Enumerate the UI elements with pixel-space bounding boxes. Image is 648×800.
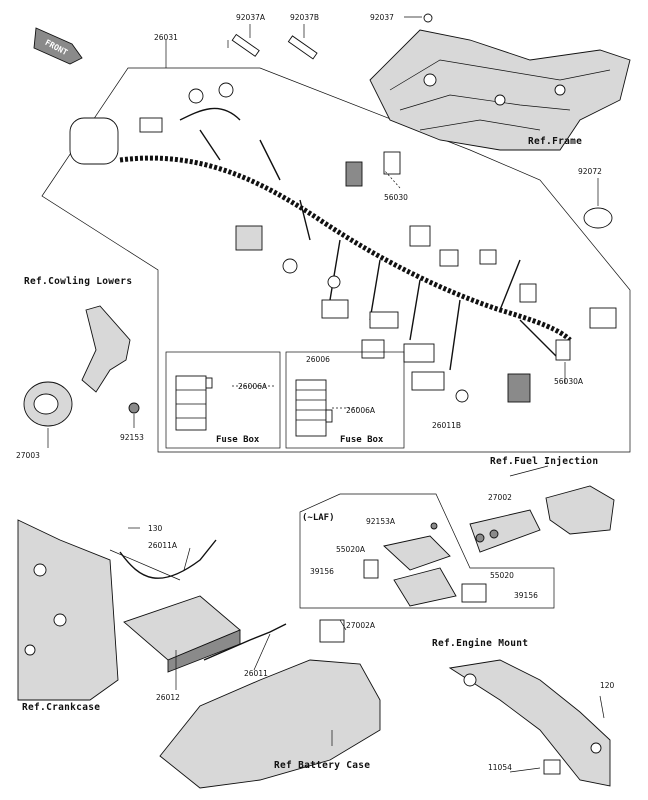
cowling-drawing	[23, 305, 140, 427]
label-27003: 27003	[16, 451, 40, 460]
ref-battery-case: Ref Battery Case	[274, 760, 370, 771]
label-11054: 11054	[488, 763, 512, 772]
ref-crankcase: Ref.Crankcase	[22, 702, 100, 713]
harness-connectors	[69, 82, 617, 403]
label-55020A: 55020A	[336, 545, 366, 554]
main-harness	[119, 155, 572, 342]
label-92153: 92153	[120, 433, 144, 442]
clamp-92072	[583, 207, 613, 229]
label-26006: 26006	[306, 355, 330, 364]
label-27002A: 27002A	[346, 621, 376, 630]
tag-56030A	[555, 339, 571, 361]
fuse-box-right-drawing	[295, 379, 333, 437]
label-92037A: 92037A	[236, 13, 266, 22]
leader-lines	[47, 40, 605, 773]
fuse-box-left-title: Fuse Box	[216, 435, 260, 445]
ref-cowling-lowers: Ref.Cowling Lowers	[24, 276, 132, 287]
label-26006A-left: 26006A	[238, 382, 268, 391]
cable-26011A	[119, 539, 217, 579]
label-92037B: 92037B	[290, 13, 319, 22]
label-92153A: 92153A	[366, 517, 396, 526]
front-arrow-icon: FRONT	[33, 27, 83, 65]
harness-group-outline	[41, 67, 631, 453]
label-26011: 26011	[244, 669, 268, 678]
ref-fuel-injection: Ref.Fuel Injection	[490, 456, 598, 467]
label-39156-left: 39156	[310, 567, 334, 576]
fuse-box-left-frame	[165, 351, 281, 449]
frame-drawing	[369, 29, 631, 151]
ref-engine-mount: Ref.Engine Mount	[432, 638, 528, 649]
bolt-92037B	[287, 24, 318, 60]
label-130: 130	[148, 524, 163, 533]
engine-mount-drawing	[448, 659, 611, 787]
label-26012: 26012	[156, 693, 180, 702]
laf-parts-drawing	[363, 522, 487, 607]
label-27002: 27002	[488, 493, 512, 502]
ref-frame: Ref.Frame	[528, 136, 582, 147]
label-92072: 92072	[578, 167, 602, 176]
fuse-box-right-frame	[285, 351, 405, 449]
label-120: 120	[600, 681, 615, 690]
part-26011B	[455, 389, 469, 403]
battery-case-drawing	[159, 619, 381, 789]
fuse-box-left-drawing	[175, 375, 213, 431]
laf-label: (~LAF)	[302, 513, 335, 523]
label-26006A-right: 26006A	[346, 406, 376, 415]
label-92037: 92037	[370, 13, 394, 22]
label-26011B: 26011B	[432, 421, 461, 430]
bolt-92037A	[231, 24, 260, 57]
label-26011A: 26011A	[148, 541, 178, 550]
label-26031: 26031	[154, 33, 178, 42]
fuse-box-right-title: Fuse Box	[340, 435, 384, 445]
label-55020: 55020	[490, 571, 514, 580]
bolt-92037	[404, 13, 433, 23]
label-56030A: 56030A	[554, 377, 584, 386]
fuel-injection-drawing	[469, 485, 615, 553]
label-56030: 56030	[384, 193, 408, 202]
laf-frame	[299, 493, 555, 609]
label-39156-right: 39156	[514, 591, 538, 600]
regulator-26012	[123, 595, 241, 673]
tag-56030	[383, 151, 401, 175]
cable-26011	[203, 623, 287, 661]
